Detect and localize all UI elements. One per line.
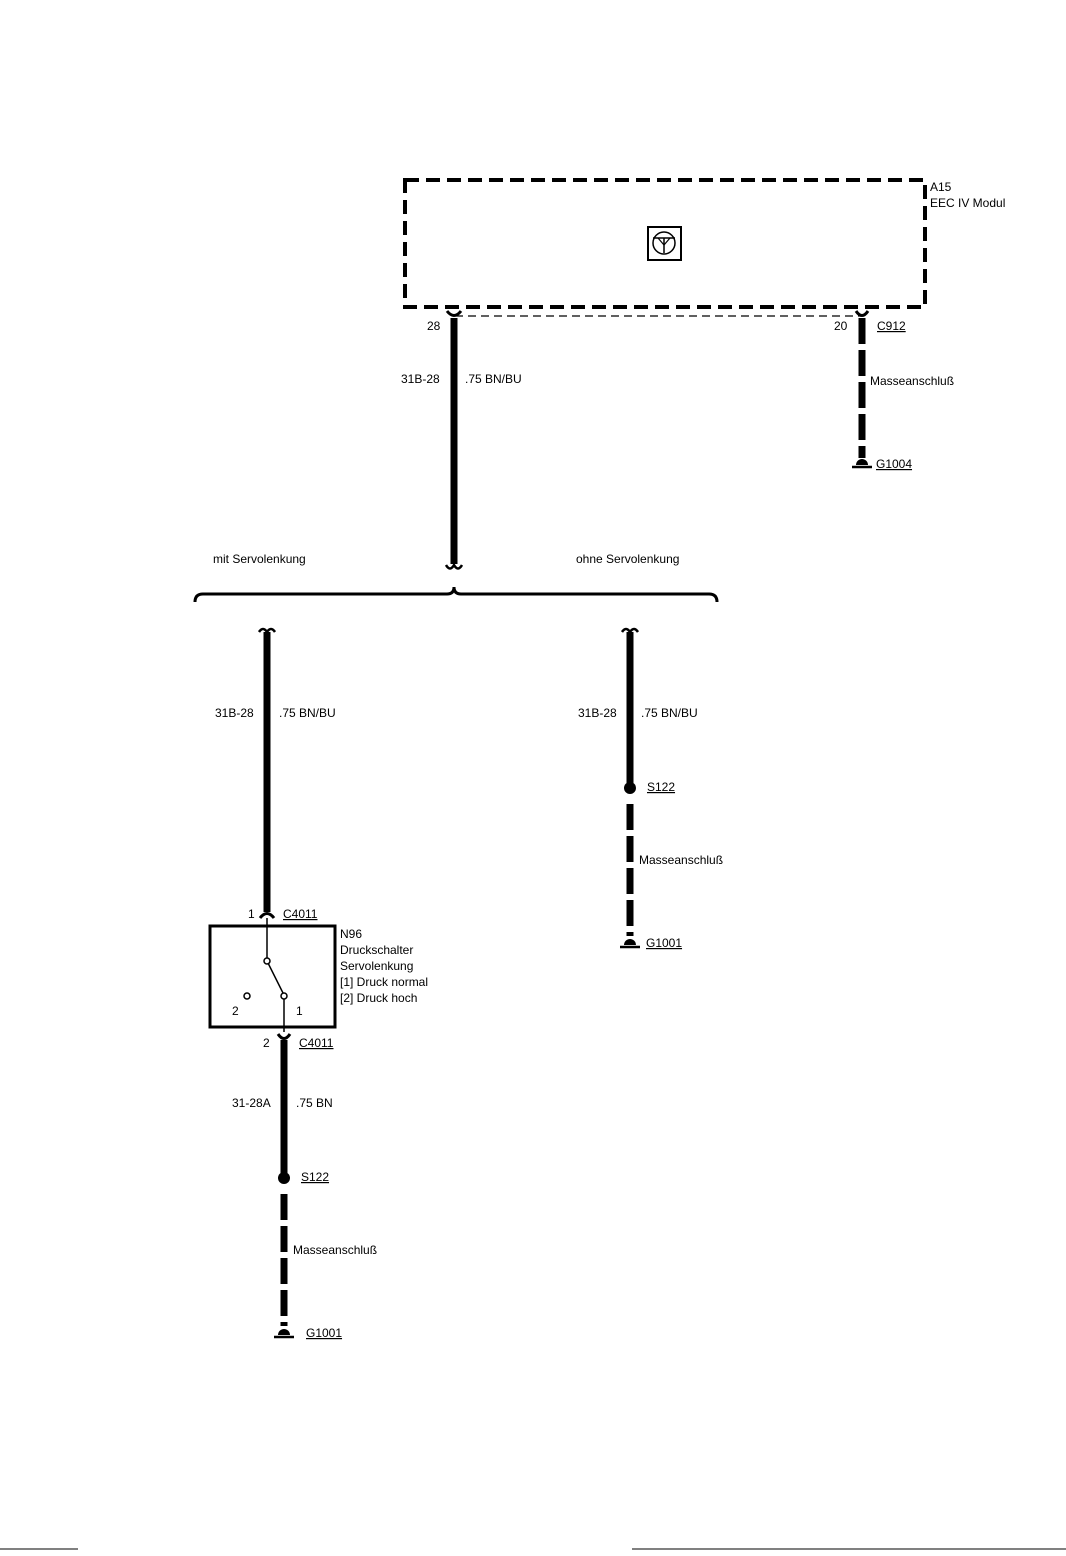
module-a15: A15 EEC IV Modul [403,178,1005,317]
pin-20-terminal [854,310,870,317]
left-lower-branch: 2 C4011 31-28A .75 BN S122 Masseanschluß… [232,1033,377,1340]
pin-28-label: 28 [427,319,441,333]
left-lower-spec-label: .75 BN [296,1096,333,1110]
connector-c4011-in: C4011 [283,907,318,921]
splice-s122-left-label: S122 [301,1170,329,1184]
variant-with-power-steering: mit Servolenkung [213,552,306,566]
module-dashed-box [403,178,927,309]
module-id: A15 [930,180,952,194]
left-spec-label: .75 BN/BU [279,706,336,720]
ground-symbol-g1001-left [274,1329,294,1339]
pin-28-terminal [445,310,463,317]
switch-state-1: [1] Druck normal [340,975,428,989]
left-wire-break [257,627,277,635]
right-wire-break [620,627,640,635]
ground-symbol-g1001-right [620,939,640,949]
ground-symbol-g1004 [852,459,872,469]
switch-lever [267,962,284,994]
connector-c4011-out: C4011 [299,1036,334,1050]
left-branch: 31B-28 .75 BN/BU 1 C4011 [215,627,336,921]
splice-s122-right [624,782,636,794]
right-ground-label: Masseanschluß [639,853,723,867]
switch-n96: 2 1 N96 Druckschalter Servolenkung [1] D… [208,918,428,1032]
main-circuit-label: 31B-28 [401,372,440,386]
switch-name-line1: Druckschalter [340,943,413,957]
splice-s122-left [278,1172,290,1184]
splice-s122-right-label: S122 [647,780,675,794]
contact-2-label: 2 [232,1004,239,1018]
pin-2-terminal [276,1033,292,1040]
pin-1-terminal [258,912,276,919]
module-name: EEC IV Modul [930,196,1005,210]
contact-2 [243,992,251,1000]
module-ground-branch: 20 C912 Masseanschluß G1004 [834,310,954,471]
variant-brace: mit Servolenkung ohne Servolenkung [193,552,719,603]
contact-1-label: 1 [296,1004,303,1018]
pin-2-label: 2 [263,1036,270,1050]
ground-label: Masseanschluß [870,374,954,388]
main-spec-label: .75 BN/BU [465,372,522,386]
main-wire: 28 31B-28 .75 BN/BU [401,310,522,570]
right-branch: 31B-28 .75 BN/BU S122 Masseanschluß G100… [578,627,723,950]
contact-1 [280,992,288,1000]
switch-id: N96 [340,927,362,941]
left-ground-label: Masseanschluß [293,1243,377,1257]
main-wire-break [444,562,464,570]
variant-without-power-steering: ohne Servolenkung [576,552,679,566]
left-circuit-label: 31B-28 [215,706,254,720]
ground-g1004: G1004 [876,457,912,471]
switch-box [208,924,337,1029]
right-circuit-label: 31B-28 [578,706,617,720]
ground-g1001-right: G1001 [646,936,682,950]
brace-line [193,586,719,603]
left-lower-circuit-label: 31-28A [232,1096,271,1110]
switch-pivot [263,957,271,965]
right-spec-label: .75 BN/BU [641,706,698,720]
connector-c912: C912 [877,319,906,333]
pin-1-label: 1 [248,907,255,921]
transistor-icon [647,226,682,261]
pin-20-label: 20 [834,319,848,333]
switch-name-line2: Servolenkung [340,959,413,973]
switch-state-2: [2] Druck hoch [340,991,417,1005]
ground-g1001-left: G1001 [306,1326,342,1340]
